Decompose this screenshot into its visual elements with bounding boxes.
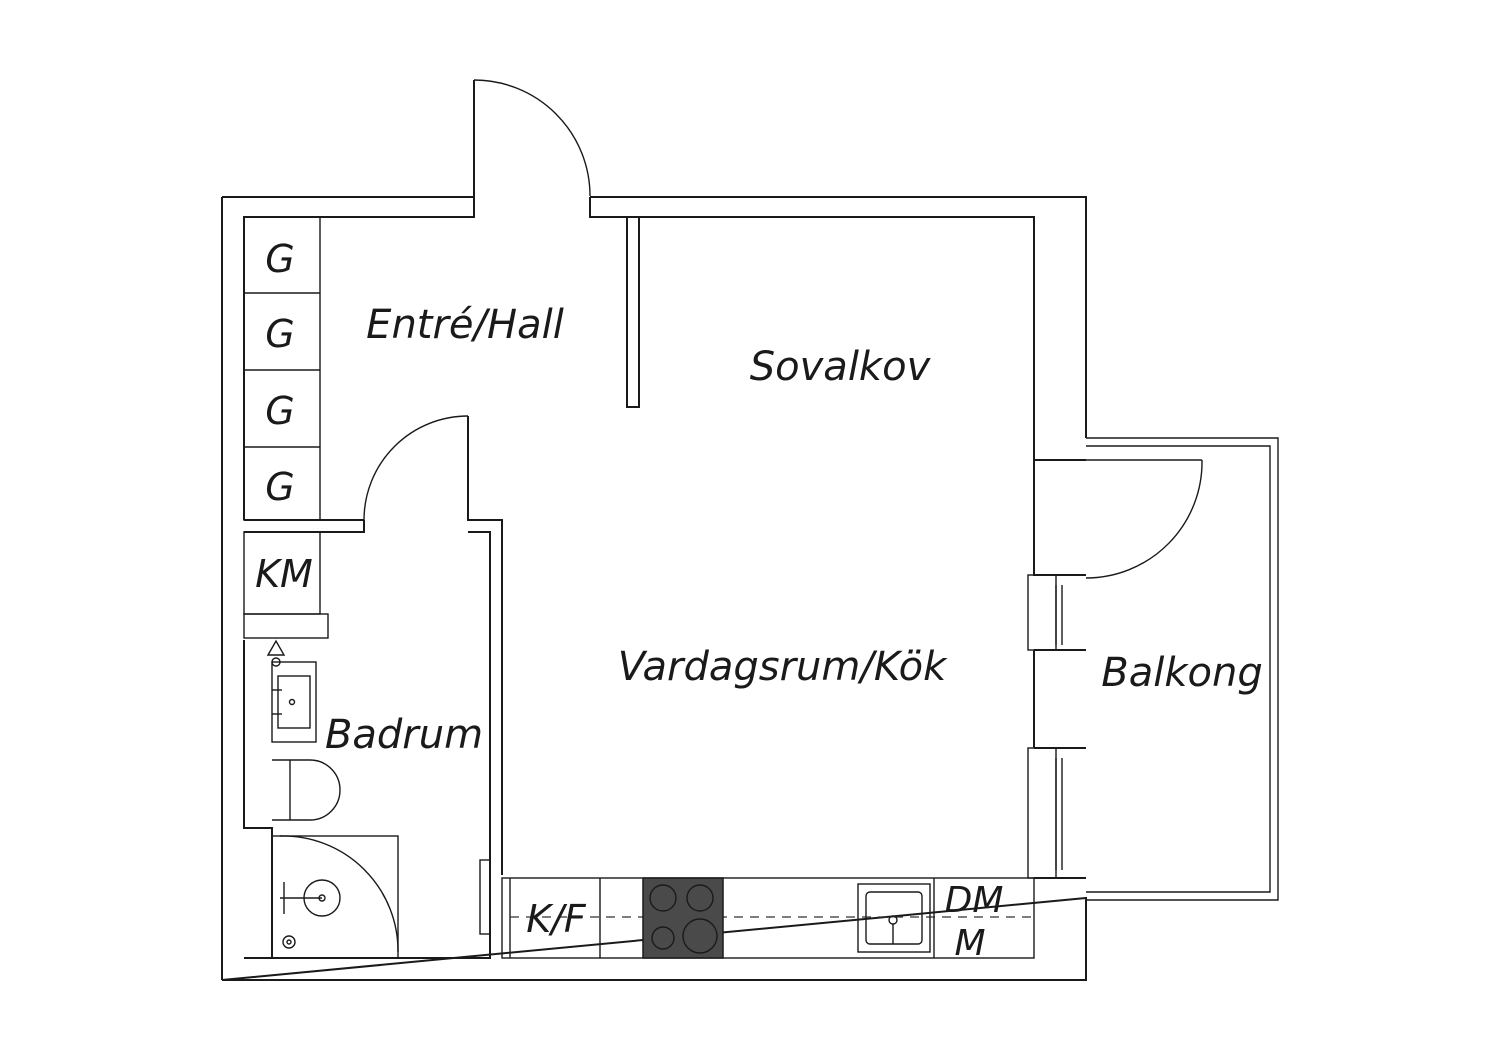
room-label-entre: Entré/Hall: [366, 302, 564, 348]
entrance-door: [473, 79, 591, 217]
stove-top: [642, 877, 724, 959]
room-label-badrum: Badrum: [325, 712, 483, 758]
kitchen-counter: K/F DM M: [501, 877, 1035, 964]
inner-wall: [243, 197, 1086, 520]
wardrobe-label-2: G: [265, 312, 294, 356]
room-label-balkong: Balkong: [1101, 650, 1262, 696]
wardrobe-column: G G G G: [243, 216, 321, 521]
fridge-label: K/F: [526, 897, 587, 941]
km-label: KM: [255, 552, 313, 596]
wardrobe-label-3: G: [265, 389, 294, 433]
wardrobe-label-1: G: [265, 237, 294, 281]
wardrobe-label-4: G: [265, 465, 294, 509]
bathroom-fixtures: [243, 639, 491, 959]
bath-door: [363, 415, 469, 521]
room-label-vardagsrum: Vardagsrum/Kök: [618, 644, 948, 690]
dishwasher-label: DM: [945, 880, 1004, 921]
km-cabinet: KM: [243, 531, 329, 639]
balcony-door: [1085, 459, 1203, 579]
partition-wall: [626, 216, 640, 408]
room-label-sovalkov: Sovalkov: [750, 344, 932, 390]
microwave-label: M: [954, 923, 985, 964]
outer-wall: [221, 80, 1087, 981]
bath-wall: [244, 416, 503, 959]
balcony-wall: [1027, 460, 1086, 879]
balcony: [1086, 437, 1279, 901]
kitchen-sink: [857, 883, 931, 953]
